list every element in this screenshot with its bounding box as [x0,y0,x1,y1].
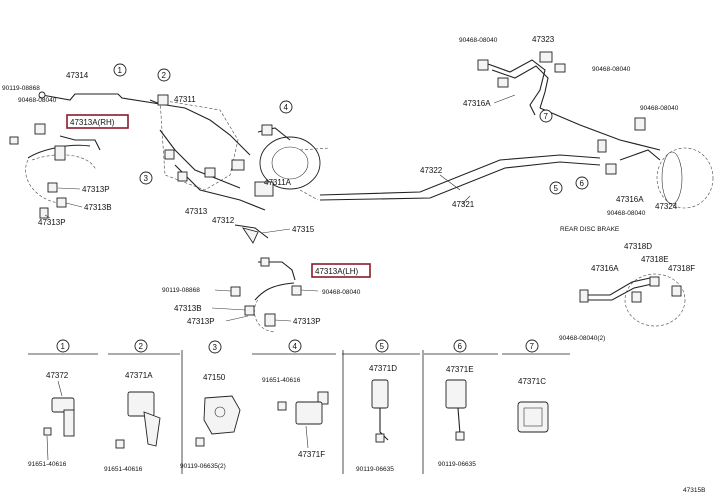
clip-47313P [47,182,58,193]
detail-7: 7 47371C [502,339,570,433]
detail-6-part: 47371E [446,365,474,374]
label-47313P-d: 47313P [293,317,321,326]
detail-6-fastener: 90119-06635 [438,461,476,468]
front-rh-hose-group: 90119-08868 90468-08040 47314 47313A(RH)… [2,71,161,227]
callout-2 [157,68,171,82]
label-90468-08040-e: 90468-08040 [640,105,679,112]
brake-booster [259,136,321,190]
svg-text:4: 4 [284,103,289,112]
detail-4-part: 47371F [298,450,325,459]
rear-lines-group: 47322 47321 [319,154,601,209]
bracket-47315 [241,227,259,244]
label-rear-disc-brake: REAR DISC BRAKE [560,226,620,233]
label-47311A: 47311A [264,178,292,187]
label-90468-08040-a: 90468-08040 [18,97,57,104]
label-47313A-RH[interactable]: 47313A(RH) [70,118,115,127]
svg-text:4: 4 [293,342,298,351]
label-47316A-b: 47316A [616,195,644,204]
detail-4-fastener: 91651-40616 [262,377,301,384]
svg-text:3: 3 [213,343,218,352]
bracket-90468 [34,123,46,135]
rear-top-group: 90468-08040 47323 90468-08040 47316A 904… [459,35,714,233]
label-47313P-b: 47313P [38,218,66,227]
svg-text:7: 7 [544,112,549,121]
detail-2-fastener: 91651-40616 [104,466,143,473]
label-90468-08040-d: 90468-08040 [592,66,631,73]
rear-disc-group: 47318D 47316A 47318E 47318F 90468-08040(… [559,242,695,342]
label-47313P-a: 47313P [82,185,110,194]
diagram-id: 47315B [683,487,705,494]
detail-5-part: 47371D [369,364,397,373]
svg-text:6: 6 [458,342,463,351]
callout-6 [575,176,589,190]
detail-2: 2 47371A 91651-40616 [104,339,183,474]
detail-3-part: 47150 [203,373,226,382]
svg-text:1: 1 [118,66,123,75]
svg-text:7: 7 [530,342,535,351]
label-47311: 47311 [174,95,196,104]
detail-panels: 1 47372 91651-40616 2 47371A 91651-40616… [28,339,570,474]
label-90119-08868-a: 90119-08868 [2,85,40,92]
label-47313P-c: 47313P [187,317,215,326]
detail-6: 6 47371E 90119-06635 [422,339,498,474]
label-47313B-a: 47313B [84,203,112,212]
label-47313A-LH[interactable]: 47313A(LH) [315,267,358,276]
label-90468-08040-c: 90468-08040 [459,37,498,44]
detail-2-part: 47371A [125,371,153,380]
detail-1-fastener: 91651-40616 [28,461,67,468]
label-47324: 47324 [655,202,678,211]
detail-3-fastener: 90119-06635(2) [180,463,226,470]
label-47318F: 47318F [668,264,695,273]
label-47322: 47322 [420,166,443,175]
detail-7-part: 47371C [518,377,546,386]
clip-47313B [56,197,67,208]
detail-3: 3 47150 90119-06635(2) [180,340,241,470]
label-47316A-c: 47316A [591,264,619,273]
label-47312: 47312 [212,216,235,225]
detail-5: 5 47371D 90119-06635 [342,339,420,474]
detail-1: 1 47372 91651-40616 [28,339,98,468]
main-callouts: 1 2 3 4 5 6 7 [113,63,589,195]
front-lh-hose-group: 47313A(LH) 90119-08868 90468-08040 47313… [162,257,371,333]
callout-1 [113,63,127,77]
highlight-47313A-RH [66,114,129,129]
label-47313: 47313 [185,207,208,216]
svg-text:2: 2 [139,342,144,351]
label-47314: 47314 [66,71,89,80]
label-90119-08868-b: 90119-08868 [162,287,200,294]
detail-1-part: 47372 [46,371,69,380]
highlight-47313A-LH [311,263,371,278]
label-47318D: 47318D [624,242,652,251]
svg-text:2: 2 [162,71,167,80]
label-47315: 47315 [292,225,315,234]
label-90468-08040-b: 90468-08040 [322,289,361,296]
label-47316A-a: 47316A [463,99,491,108]
label-90468-08040-f: 90468-08040 [607,210,646,217]
svg-text:1: 1 [61,342,66,351]
callout-7 [539,109,553,123]
hose-fitting [54,145,66,161]
svg-text:3: 3 [144,174,149,183]
callout-4 [279,100,293,114]
master-cylinder-group: 47311 47311A 47313 47312 47315 [149,94,331,244]
label-90468-08040-2: 90468-08040(2) [559,335,605,342]
label-47323: 47323 [532,35,555,44]
svg-text:5: 5 [380,342,385,351]
clip-47313P-b [39,207,49,219]
bolt-90119-a [9,136,19,145]
callout-5 [549,181,563,195]
detail-4: 4 91651-40616 47371F [252,339,336,459]
label-47321: 47321 [452,200,475,209]
abs-actuator [254,181,274,197]
label-47318E: 47318E [641,255,669,264]
callout-3 [139,171,153,185]
svg-text:6: 6 [580,179,585,188]
svg-text:5: 5 [554,184,559,193]
label-47313B-b: 47313B [174,304,202,313]
detail-5-fastener: 90119-06635 [356,466,394,473]
